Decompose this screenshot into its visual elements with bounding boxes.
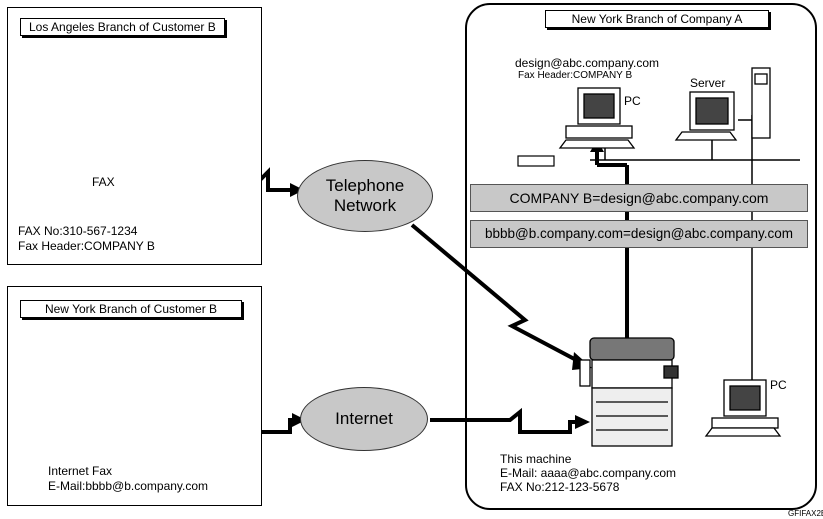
- pc-fax-header: Fax Header:COMPANY B: [518, 70, 633, 81]
- la-fax-header: Fax Header:COMPANY B: [18, 239, 155, 253]
- la-branch-title: Los Angeles Branch of Customer B: [20, 18, 225, 36]
- phone-to-machine-link: [410, 223, 581, 364]
- pc-icon: [558, 87, 636, 149]
- internet-label: Internet: [335, 409, 393, 428]
- figure-code: GFIFAX2E: [788, 509, 823, 518]
- pc2-label: PC: [770, 378, 787, 392]
- this-machine-icon: [579, 337, 679, 447]
- fax-pad-icon: [517, 155, 555, 167]
- mapping-company-b: COMPANY B=design@abc.company.com: [470, 184, 808, 212]
- pc-email: design@abc.company.com: [515, 56, 660, 70]
- telephone-network-label-2: Network: [333, 196, 397, 215]
- mapping-bbbb: bbbb@b.company.com=design@abc.company.co…: [470, 220, 808, 248]
- machine-label: This machine: [500, 452, 572, 466]
- internet-machine-link: [430, 407, 578, 434]
- machine-email: E-Mail: aaaa@abc.company.com: [500, 466, 677, 480]
- server-icon: [674, 67, 771, 141]
- ny-device-label: Internet Fax: [48, 464, 113, 478]
- machine-fax-number: FAX No:212-123-5678: [500, 480, 620, 494]
- internet-cloud: Internet: [300, 387, 428, 451]
- la-fax-number: FAX No:310-567-1234: [18, 224, 138, 238]
- ny-customer-box: [7, 286, 262, 506]
- ny-customer-title: New York Branch of Customer B: [20, 300, 242, 318]
- company-a-frame: [465, 3, 817, 510]
- server-label: Server: [690, 76, 726, 90]
- la-branch-box: [7, 7, 262, 265]
- company-a-title: New York Branch of Company A: [545, 10, 769, 28]
- ny-email: E-Mail:bbbb@b.company.com: [48, 479, 209, 493]
- telephone-network-cloud: Telephone Network: [297, 160, 433, 232]
- la-device-label: FAX: [92, 175, 115, 189]
- telephone-network-label-1: Telephone: [325, 176, 405, 195]
- pc-label: PC: [624, 94, 641, 108]
- pc2-icon: [704, 379, 782, 437]
